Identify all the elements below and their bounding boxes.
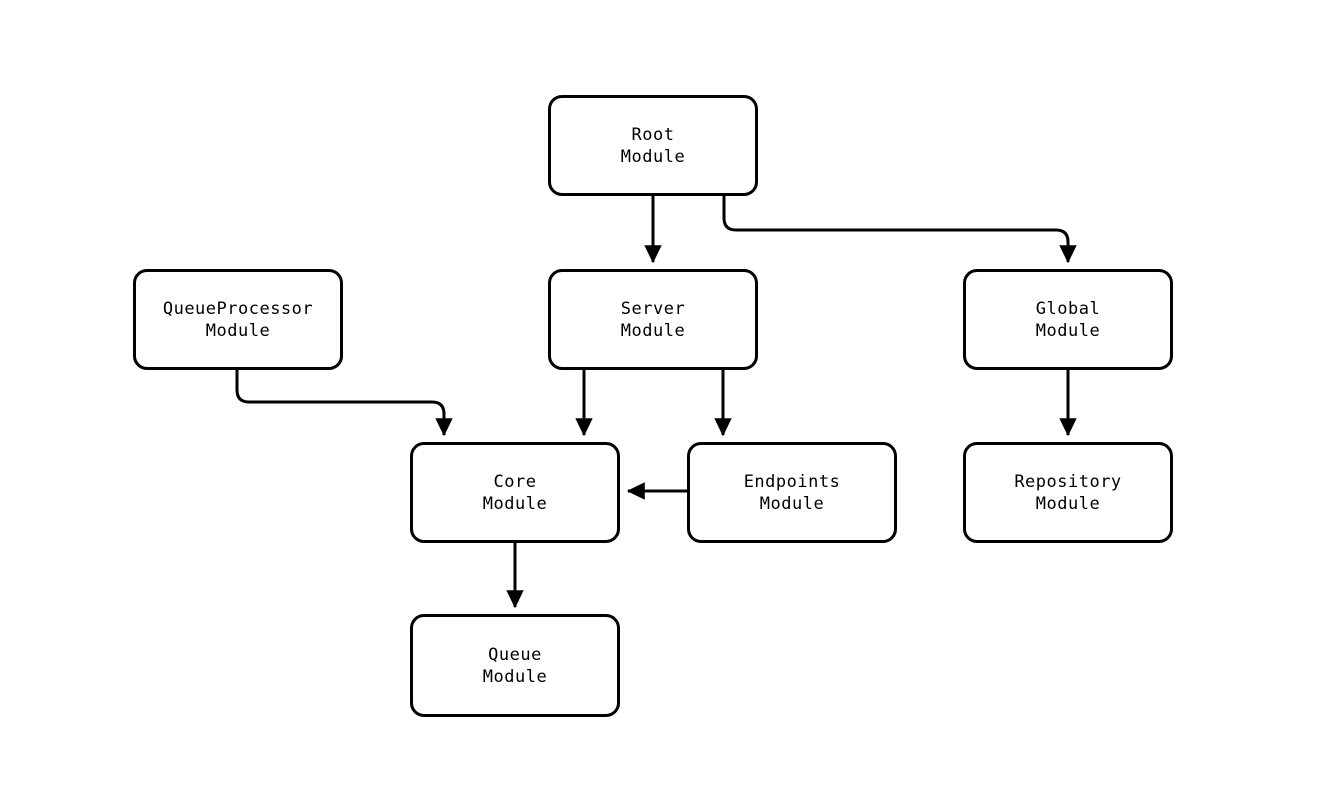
- node-root-module-name: Root: [631, 124, 675, 145]
- node-server-module-name: Server: [620, 298, 686, 319]
- node-repository-module-name: Repository: [1014, 471, 1122, 492]
- node-core-module-name: Core: [493, 471, 537, 492]
- node-queueprocessor-module[interactable]: QueueProcessor Module: [133, 269, 343, 370]
- node-core-module[interactable]: Core Module: [410, 442, 620, 543]
- node-server-module-suffix: Module: [620, 320, 686, 341]
- node-endpoints-module[interactable]: Endpoints Module: [687, 442, 897, 543]
- node-repository-module-suffix: Module: [1035, 493, 1101, 514]
- edge-root-to-global: [722, 196, 1077, 264]
- node-global-module-name: Global: [1035, 298, 1101, 319]
- node-endpoints-module-suffix: Module: [759, 493, 825, 514]
- node-endpoints-module-name: Endpoints: [743, 471, 841, 492]
- node-global-module-suffix: Module: [1035, 320, 1101, 341]
- edge-queueprocessor-to-core: [235, 370, 453, 437]
- node-global-module[interactable]: Global Module: [963, 269, 1173, 370]
- node-queueprocessor-module-suffix: Module: [205, 320, 271, 341]
- node-root-module[interactable]: Root Module: [548, 95, 758, 196]
- node-repository-module[interactable]: Repository Module: [963, 442, 1173, 543]
- node-server-module[interactable]: Server Module: [548, 269, 758, 370]
- node-queue-module-suffix: Module: [482, 666, 548, 687]
- node-queueprocessor-module-name: QueueProcessor: [162, 298, 314, 319]
- node-root-module-suffix: Module: [620, 146, 686, 167]
- node-queue-module[interactable]: Queue Module: [410, 614, 620, 717]
- node-queue-module-name: Queue: [488, 644, 542, 665]
- node-core-module-suffix: Module: [482, 493, 548, 514]
